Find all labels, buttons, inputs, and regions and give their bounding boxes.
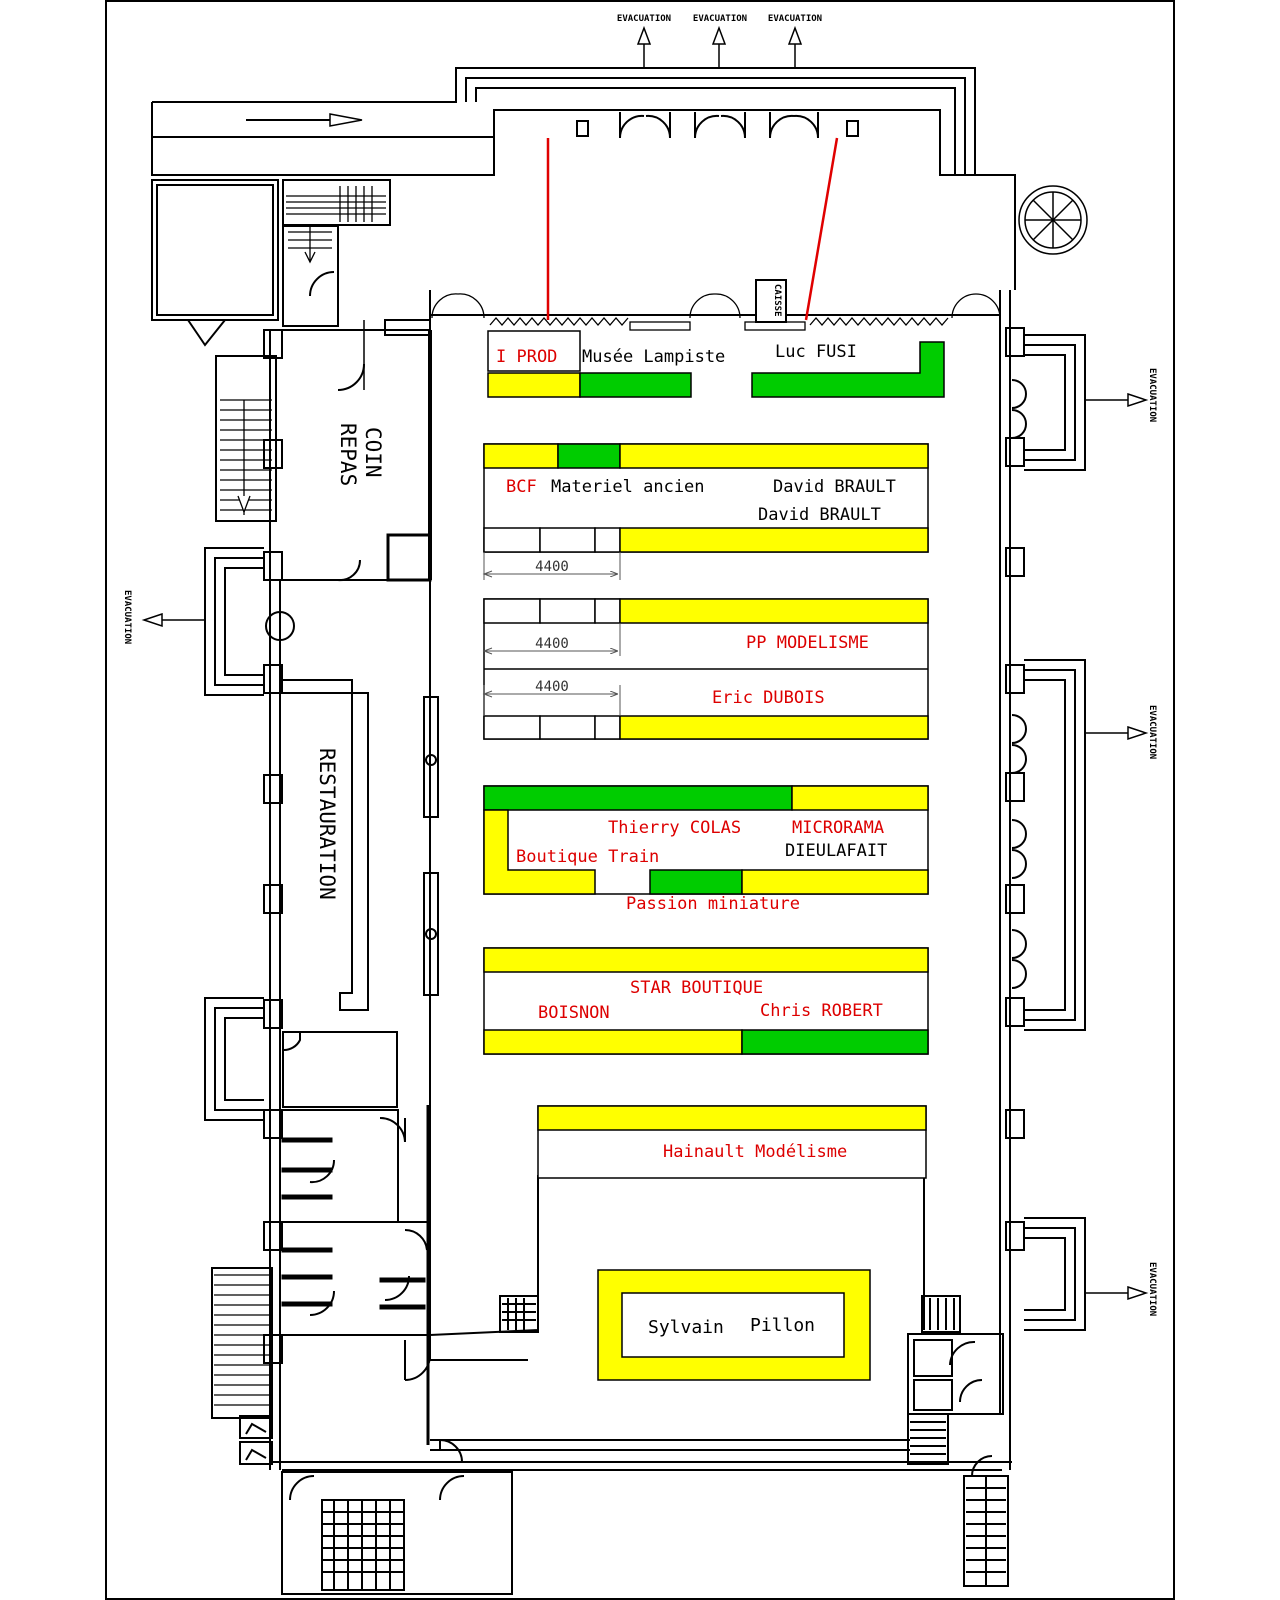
label-david-brault-1: David BRAULT: [773, 477, 896, 497]
evacuation-label-top-2: EVACUATION: [693, 14, 747, 24]
urinals: [281, 1137, 426, 1310]
restauration-counter: [283, 679, 369, 1011]
evacuation-label-west: EVACUATION: [122, 590, 132, 644]
west-wing: [151, 179, 432, 582]
label-materiel-ancien: Materiel ancien: [551, 477, 705, 497]
label-i-prod: I PROD: [496, 347, 557, 367]
room-label-repas: REPAS: [336, 423, 360, 486]
room-label-coin: COIN: [361, 427, 385, 478]
evacuation-label-east-1: EVACUATION: [1147, 368, 1157, 422]
west-side-bays: [204, 329, 295, 1465]
label-boisnon: BOISNON: [538, 1003, 610, 1023]
dimension-line-1: [482, 552, 621, 580]
label-thierry-colas: Thierry COLAS: [608, 818, 741, 838]
label-pillon: Pillon: [750, 1315, 815, 1336]
page-frame: [105, 0, 1175, 1600]
label-pp-modelisme: PP MODELISME: [746, 633, 869, 653]
top-corridor: [151, 67, 1016, 290]
stand-row-2: [483, 443, 929, 553]
dimension-label-2: 4400: [535, 636, 569, 652]
label-passion-miniature: Passion miniature: [626, 894, 800, 914]
stand-row-1: [487, 330, 945, 398]
hall-pillars: [423, 696, 439, 996]
evacuation-label-top-3: EVACUATION: [768, 14, 822, 24]
east-side-bays: [1005, 327, 1086, 1331]
sanitary-block: [279, 1031, 431, 1445]
stand-sylvain-pillon: [597, 1269, 871, 1381]
caisse-booth: [755, 279, 787, 323]
label-bcf: BCF: [506, 477, 537, 497]
top-evacuation-arrows: [636, 25, 803, 68]
west-evacuation-arrow: [141, 612, 205, 628]
dimension-label-1: 4400: [535, 559, 569, 575]
dimension-line-2: [482, 623, 621, 656]
caisse-label: CAISSE: [772, 284, 782, 317]
stand-row-5: [483, 947, 929, 1055]
dimension-line-3: [482, 685, 621, 716]
label-star-boutique: STAR BOUTIQUE: [630, 978, 763, 998]
label-boutique-train: Boutique Train: [516, 847, 659, 867]
stand-row-4: [483, 785, 929, 895]
stand-row-3: [483, 598, 929, 740]
stand-row-6: [537, 1105, 927, 1179]
evacuation-label-top-1: EVACUATION: [617, 14, 671, 24]
spiral-staircase-icon: [1018, 185, 1088, 255]
label-dieulafait: DIEULAFAIT: [785, 841, 887, 861]
label-sylvain: Sylvain: [648, 1317, 724, 1338]
label-musee-lampiste: Musée Lampiste: [582, 347, 725, 367]
west-lower-stairs: [214, 1274, 270, 1406]
label-eric-dubois: Eric DUBOIS: [712, 688, 825, 708]
room-label-restauration: RESTAURATION: [315, 748, 339, 900]
label-microrama: MICRORAMA: [792, 818, 884, 838]
label-chris-robert: Chris ROBERT: [760, 1001, 883, 1021]
south-walls: [272, 1174, 1012, 1595]
label-david-brault-2: David BRAULT: [758, 505, 881, 525]
corridor-flow-arrow: [329, 113, 363, 127]
evacuation-label-east-3: EVACUATION: [1147, 1262, 1157, 1316]
label-luc-fusi: Luc FUSI: [775, 342, 857, 362]
top-doors: [576, 112, 859, 139]
hall-entrance-partition: [431, 293, 1001, 331]
west-stairs: [220, 186, 386, 515]
east-evacuation-arrows: [1085, 392, 1149, 1301]
red-barrier-right: [804, 137, 839, 321]
dimension-label-3: 4400: [535, 679, 569, 695]
evacuation-label-east-2: EVACUATION: [1147, 705, 1157, 759]
label-hainault: Hainault Modélisme: [663, 1142, 847, 1162]
